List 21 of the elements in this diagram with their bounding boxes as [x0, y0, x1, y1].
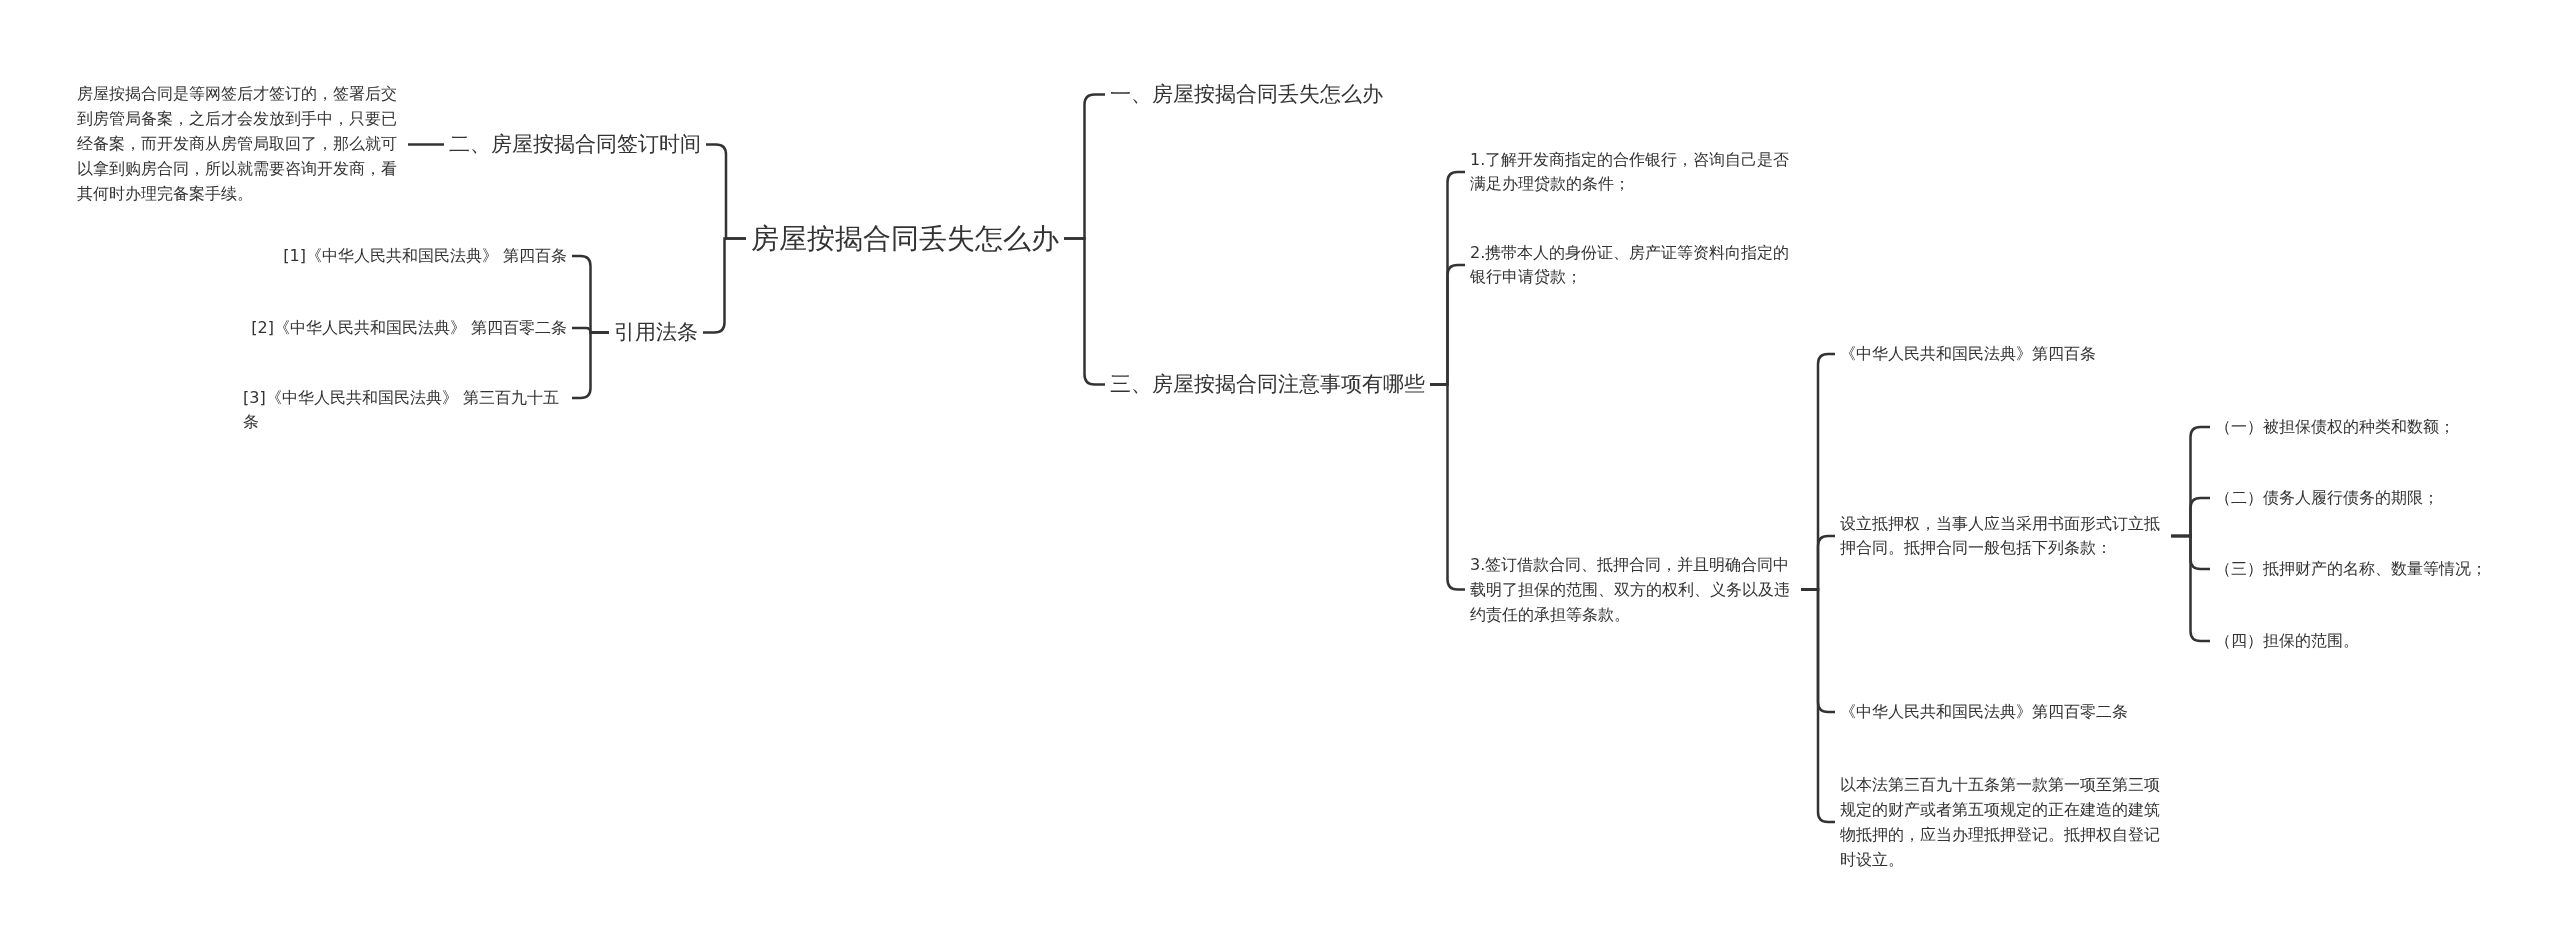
branch-topic: 一、房屋按揭合同丢失怎么办 — [1110, 80, 1383, 109]
connector-line — [408, 143, 444, 146]
topic-text: 《中华人民共和国民法典》第四百零二条 — [1840, 701, 2128, 723]
topic-text: 以本法第三百九十五条第一款第一项至第三项规定的财产或者第五项规定的正在建造的建筑物抵押的，应当办理抵押登记。抵押权自登记时设立。 — [1840, 772, 2166, 872]
topic-text: （二）债务人履行债务的期限； — [2215, 487, 2439, 509]
topic-text: （一）被担保债权的种类和数额； — [2215, 416, 2455, 438]
citation-text: [1]《中华人民共和国民法典》 第四百条 — [283, 244, 567, 268]
citation-text: [3]《中华人民共和国民法典》 第三百九十五条 — [243, 386, 567, 434]
topic-text: 1.了解开发商指定的合作银行，咨询自己是否满足办理贷款的条件； — [1470, 148, 1796, 196]
topic-text: （四）担保的范围。 — [2215, 630, 2359, 652]
topic-text: 3.签订借款合同、抵押合同，并且明确合同中载明了担保的范围、双方的权利、义务以及违约责任的承担等条款。 — [1470, 552, 1796, 627]
branch-topic: 三、房屋按揭合同注意事项有哪些 — [1110, 370, 1425, 399]
branch-topic: 二、房屋按揭合同签订时间 — [449, 130, 701, 159]
central-topic: 房屋按揭合同丢失怎么办 — [751, 219, 1059, 258]
note-text: 房屋按揭合同是等网签后才签订的，签署后交到房管局备案，之后才会发放到手中，只要已经备案，而开发商从房管局取回了，那么就可以拿到购房合同，所以就需要咨询开发商，看其何时办理完备案手续。 — [77, 81, 403, 206]
topic-text: 2.携带本人的身份证、房产证等资料向指定的银行申请贷款； — [1470, 241, 1796, 289]
topic-text: 设立抵押权，当事人应当采用书面形式订立抵押合同。抵押合同一般包括下列条款： — [1840, 512, 2166, 560]
topic-text: 《中华人民共和国民法典》第四百条 — [1840, 343, 2096, 365]
branch-topic: 引用法条 — [614, 318, 698, 347]
topic-text: （三）抵押财产的名称、数量等情况； — [2215, 558, 2487, 580]
citation-text: [2]《中华人民共和国民法典》 第四百零二条 — [251, 316, 567, 340]
